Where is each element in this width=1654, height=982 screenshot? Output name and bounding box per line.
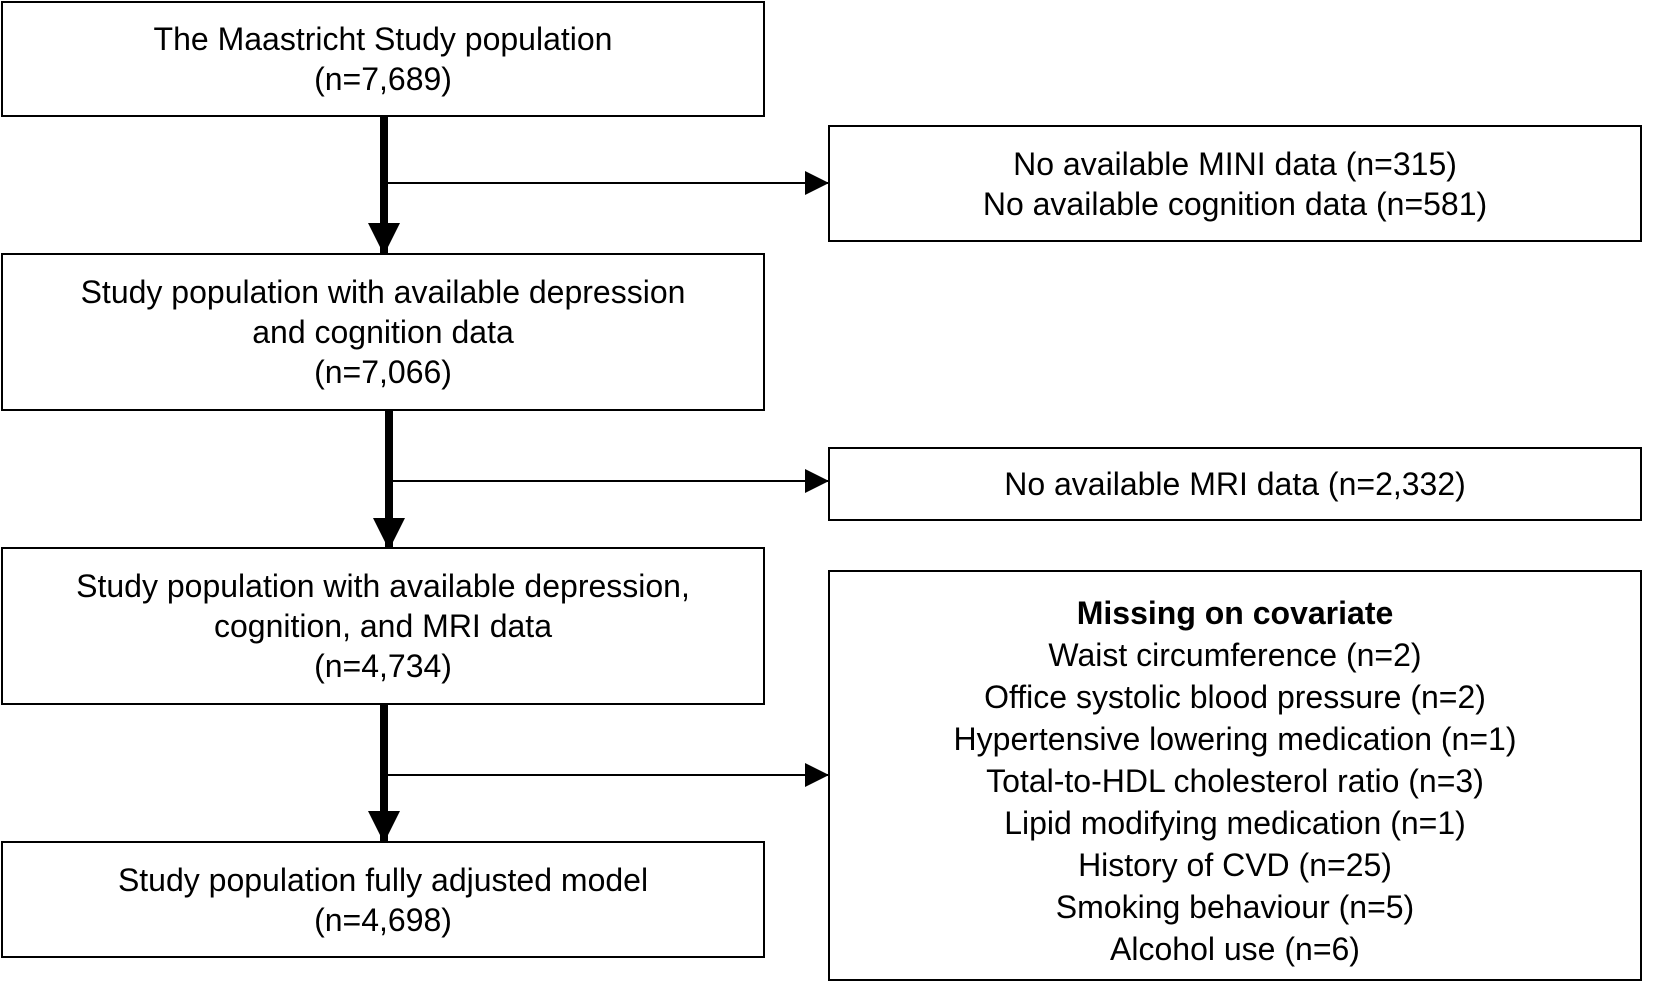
covariate-line: Lipid modifying medication (n=1) [1004, 805, 1466, 841]
box-text-line: (n=7,689) [314, 61, 452, 97]
box-text-line: No available MRI data (n=2,332) [1004, 466, 1466, 502]
exclusion-box-missing-covariate: Missing on covariate Waist circumference… [828, 570, 1642, 981]
box-text-line: and cognition data [252, 314, 514, 350]
box-text-line: The Maastricht Study population [153, 21, 613, 57]
main-box-total-population: The Maastricht Study population (n=7,689… [1, 1, 765, 117]
box-text-line: (n=7,066) [314, 354, 452, 390]
box-text-line: Study population with available depressi… [76, 568, 690, 604]
box-text-line: No available MINI data (n=315) [1013, 145, 1457, 182]
exclusion-box-mri: No available MRI data (n=2,332) [828, 447, 1642, 521]
main-box-fully-adjusted: Study population fully adjusted model (n… [1, 841, 765, 958]
box-text-line: Study population fully adjusted model [117, 861, 649, 898]
covariate-heading: Missing on covariate [1076, 595, 1394, 631]
box-text-line: (n=4,734) [314, 648, 452, 684]
covariate-line: Waist circumference (n=2) [1048, 637, 1422, 673]
box-text-line: Study population with available depressi… [80, 274, 686, 310]
box-text-line: cognition, and MRI data [214, 608, 552, 644]
covariate-line: Total-to-HDL cholesterol ratio (n=3) [986, 763, 1484, 799]
covariate-line: Alcohol use (n=6) [1110, 931, 1360, 967]
main-box-depression-cognition: Study population with available depressi… [1, 253, 765, 411]
covariate-line: Hypertensive lowering medication (n=1) [953, 721, 1517, 757]
box-text-line: (n=4,698) [314, 901, 452, 938]
box-text-line: No available cognition data (n=581) [982, 185, 1488, 222]
exclusion-box-mini-cognition: No available MINI data (n=315) No availa… [828, 125, 1642, 242]
covariate-line: Office systolic blood pressure (n=2) [984, 679, 1486, 715]
covariate-line: History of CVD (n=25) [1078, 847, 1392, 883]
covariate-line: Smoking behaviour (n=5) [1055, 889, 1415, 925]
main-box-depression-cognition-mri: Study population with available depressi… [1, 547, 765, 705]
